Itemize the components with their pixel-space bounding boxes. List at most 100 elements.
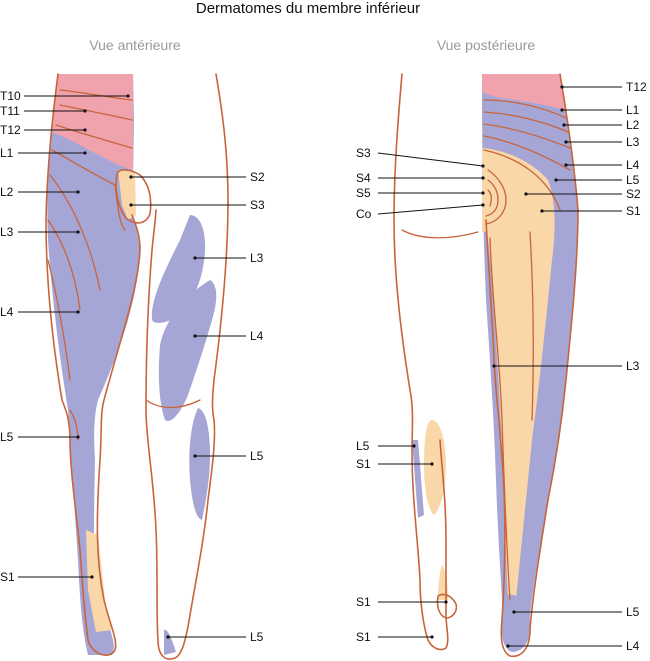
- anterior-groin-peach: [118, 170, 136, 220]
- label-l5-anterior: L5: [0, 430, 14, 444]
- label-l4-anterior-right: L4: [250, 329, 264, 343]
- anterior-view-caption: Vue antérieure: [89, 37, 181, 53]
- leader-dot: [83, 109, 87, 113]
- label-s1-posterior-ankle: S1: [356, 595, 371, 609]
- label-l1-anterior: L1: [0, 146, 14, 160]
- leader-dot: [481, 203, 485, 207]
- leader-dot: [554, 178, 558, 182]
- anterior-dermatome-line: [49, 174, 101, 291]
- posterior-leg-pink-region: [482, 74, 566, 110]
- anterior-scrotum-outline: [115, 169, 152, 224]
- label-s3-posterior: S3: [356, 146, 371, 160]
- leader-line: [377, 152, 484, 167]
- leader-dot: [444, 600, 448, 604]
- anterior-dermatome-line: [47, 219, 81, 311]
- posterior-view-caption: Vue postérieure: [437, 37, 536, 53]
- label-l2-anterior: L2: [0, 185, 14, 199]
- leader-dot: [76, 230, 80, 234]
- posterior-dermatome-line: [483, 135, 571, 171]
- posterior-dermatome-line: [483, 149, 561, 211]
- leader-dot: [129, 203, 133, 207]
- posterior-gluteal-fold: [401, 229, 479, 239]
- leader-dot: [430, 635, 434, 639]
- label-s1-posterior-foot: S1: [356, 630, 371, 644]
- leader-dot: [540, 209, 544, 213]
- leader-dot: [193, 256, 197, 260]
- leader-dot: [560, 108, 564, 112]
- posterior-dermatome-line: [489, 237, 511, 601]
- label-l5-posterior: L5: [626, 173, 640, 187]
- label-s3-anterior: S3: [250, 198, 265, 212]
- anterior-dermatome-line: [59, 104, 133, 121]
- anterior-right-leg: [45, 73, 152, 656]
- label-l3-posterior: L3: [626, 135, 640, 149]
- leader-dot: [430, 462, 434, 466]
- posterior-right-leg: [482, 73, 579, 658]
- label-l5-anterior-foot: L5: [250, 630, 264, 644]
- anterior-knee-line: [145, 399, 201, 409]
- anterior-thigh-lavender-lower: [158, 280, 217, 421]
- posterior-sacral-peach-arcs: [482, 160, 512, 232]
- posterior-left-leg-outline: [393, 73, 449, 651]
- label-l4-posterior-foot: L4: [626, 639, 640, 653]
- anterior-left-labels: T10 T11 T12 L1 L2 L3 L4 L5 S1: [0, 89, 130, 584]
- label-t10-anterior: T10: [0, 89, 21, 103]
- leader-dot: [506, 644, 510, 648]
- label-s1-posterior: S1: [626, 204, 641, 218]
- anterior-dermatome-line: [59, 89, 133, 101]
- label-s2-anterior: S2: [250, 170, 265, 184]
- diagram-title: Dermatomes du membre inférieur: [196, 0, 420, 17]
- label-t12-posterior: T12: [626, 80, 647, 94]
- leader-dot: [83, 151, 87, 155]
- leader-dot: [166, 635, 170, 639]
- anterior-leg-lavender-fill: [47, 74, 140, 655]
- label-l3-posterior-mid: L3: [626, 359, 640, 373]
- leader-dot: [481, 191, 485, 195]
- leader-dot: [564, 163, 568, 167]
- label-l5-posterior-left: L5: [356, 439, 370, 453]
- posterior-left-labels: S3 S4 S5 Co L5 S1 S1 S1: [356, 146, 485, 644]
- posterior-left-leg: [393, 73, 479, 651]
- anterior-dermatome-line: [51, 149, 126, 231]
- anterior-leg-lavender-shin: [189, 408, 210, 520]
- label-l5-posterior-foot: L5: [626, 605, 640, 619]
- posterior-dermatome-line: [483, 99, 567, 119]
- label-s1-anterior: S1: [0, 570, 15, 584]
- label-s2-posterior: S2: [626, 187, 641, 201]
- posterior-dermatome-line: [483, 111, 569, 133]
- posterior-dermatome-line: [483, 123, 571, 149]
- leader-dot: [129, 175, 133, 179]
- posterior-dermatome-line: [485, 179, 499, 217]
- leader-line: [377, 204, 484, 215]
- leader-dot: [126, 94, 130, 98]
- label-l4-anterior: L4: [0, 305, 14, 319]
- leader-dot: [83, 128, 87, 132]
- leader-dot: [90, 575, 94, 579]
- label-t11-anterior: T11: [0, 104, 20, 118]
- posterior-dermatome-line: [529, 231, 534, 421]
- posterior-right-leg-outline: [485, 73, 579, 658]
- leader-dot: [564, 140, 568, 144]
- posterior-dermatome-line: [485, 169, 507, 225]
- label-l2-posterior: L2: [626, 118, 640, 132]
- anterior-foot-lavender: [164, 629, 176, 655]
- leader-dot: [560, 85, 564, 89]
- leader-dot: [481, 176, 485, 180]
- leader-dot: [481, 164, 485, 168]
- posterior-calf-lavender: [412, 440, 424, 518]
- anterior-dermatome-line: [55, 124, 133, 149]
- label-s5-posterior: S5: [356, 186, 371, 200]
- posterior-dermatome-line: [487, 189, 492, 207]
- anterior-right-labels: S2 S3 L3 L4 L5 L5: [129, 170, 265, 644]
- anterior-view: T10 T11 T12 L1 L2 L3 L4 L5 S1: [0, 73, 265, 660]
- label-l3-anterior-right: L3: [250, 251, 264, 265]
- leader-dot: [76, 190, 80, 194]
- anterior-leg-outline: [45, 73, 141, 656]
- leader-dot: [76, 435, 80, 439]
- posterior-heel-outline: [436, 593, 458, 619]
- label-co-posterior: Co: [356, 207, 372, 221]
- leader-dot: [524, 192, 528, 196]
- label-l3-anterior: L3: [0, 225, 14, 239]
- label-l4-posterior: L4: [626, 158, 640, 172]
- posterior-foot-lavender: [501, 594, 531, 652]
